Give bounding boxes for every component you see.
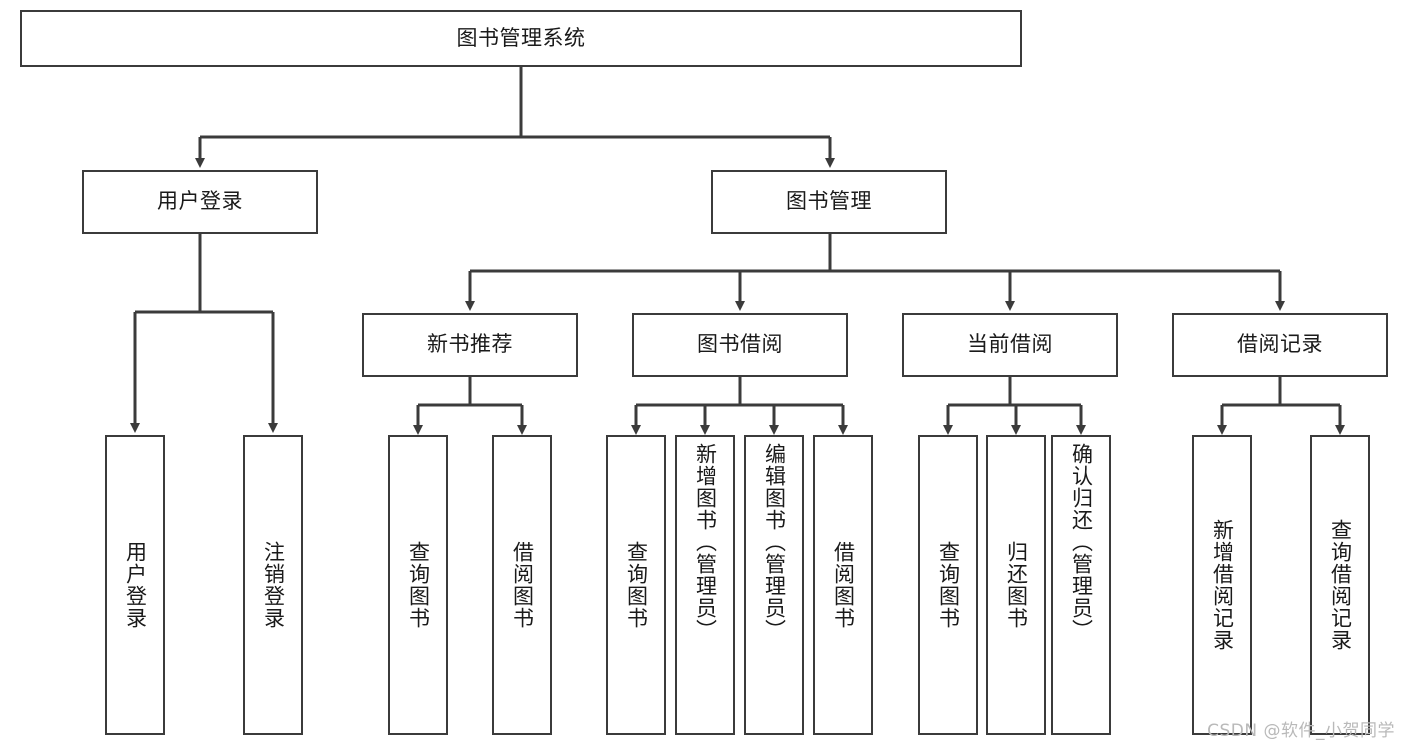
node-label: 编辑图书（管理员）: [762, 443, 787, 641]
leaf-borrow-book-recommend[interactable]: 借阅图书: [492, 435, 552, 735]
node-label: 新书推荐: [427, 332, 513, 357]
csdn-watermark: CSDN @软件_小贺同学: [1207, 721, 1395, 741]
node-book-borrow[interactable]: 图书借阅: [632, 313, 848, 377]
node-label: 注销登录: [261, 541, 286, 629]
node-label: 借阅图书: [510, 541, 535, 629]
leaf-query-book-recommend[interactable]: 查询图书: [388, 435, 448, 735]
node-label: 用户登录: [157, 189, 243, 214]
node-label: 当前借阅: [967, 332, 1053, 357]
leaf-query-borrow-record[interactable]: 查询借阅记录: [1310, 435, 1370, 735]
leaf-user-login[interactable]: 用户登录: [105, 435, 165, 735]
leaf-query-book-borrow[interactable]: 查询图书: [606, 435, 666, 735]
node-label: 借阅图书: [831, 541, 856, 629]
node-label: 图书管理系统: [456, 25, 586, 50]
leaf-confirm-return[interactable]: 确认归还（管理员）: [1051, 435, 1111, 735]
leaf-query-book-current[interactable]: 查询图书: [918, 435, 978, 735]
leaf-return-book[interactable]: 归还图书: [986, 435, 1046, 735]
leaf-add-book[interactable]: 新增图书（管理员）: [675, 435, 735, 735]
node-label: 查询图书: [624, 541, 649, 629]
node-label: 查询图书: [936, 541, 961, 629]
node-label: 用户登录: [123, 541, 148, 629]
node-current-borrow[interactable]: 当前借阅: [902, 313, 1118, 377]
leaf-logout[interactable]: 注销登录: [243, 435, 303, 735]
node-label: 查询借阅记录: [1328, 519, 1353, 651]
node-book-manage[interactable]: 图书管理: [711, 170, 947, 234]
node-user-login[interactable]: 用户登录: [82, 170, 318, 234]
node-label: 归还图书: [1004, 541, 1029, 629]
leaf-borrow-book[interactable]: 借阅图书: [813, 435, 873, 735]
node-label: 确认归还（管理员）: [1069, 443, 1094, 641]
node-book-management-system[interactable]: 图书管理系统: [20, 10, 1022, 67]
node-label: 图书管理: [786, 189, 872, 214]
node-label: 新增借阅记录: [1210, 519, 1235, 651]
leaf-add-borrow-record[interactable]: 新增借阅记录: [1192, 435, 1252, 735]
node-label: 新增图书（管理员）: [693, 443, 718, 641]
node-label: 查询图书: [406, 541, 431, 629]
node-label: 借阅记录: [1237, 332, 1323, 357]
node-borrow-record[interactable]: 借阅记录: [1172, 313, 1388, 377]
leaf-edit-book[interactable]: 编辑图书（管理员）: [744, 435, 804, 735]
node-label: 图书借阅: [697, 332, 783, 357]
node-new-book-recommend[interactable]: 新书推荐: [362, 313, 578, 377]
